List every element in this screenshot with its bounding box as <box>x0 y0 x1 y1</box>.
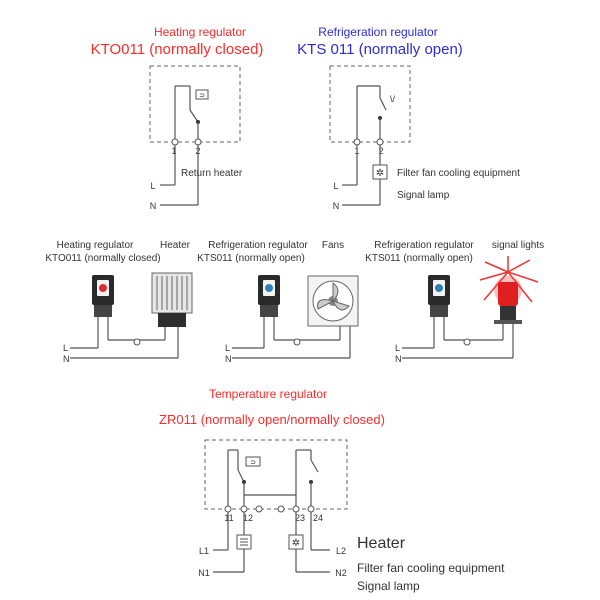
svg-text:\/: \/ <box>390 94 396 104</box>
heating-regulator-model: KTO011 (normally closed) <box>91 41 264 58</box>
thermostat-symbol-icon <box>245 456 261 467</box>
switch-contact-closed <box>189 109 199 123</box>
temperature-regulator-schematic: Temperature regulator ZR011 (normally op… <box>159 387 505 593</box>
terminal-2 <box>194 138 202 146</box>
terminal-23: 23 <box>295 513 305 523</box>
thermostat-dial-icon <box>265 284 273 292</box>
fans-device-label: Fans <box>322 240 344 251</box>
switch-contact-open <box>379 97 387 111</box>
line-l-label: L <box>150 181 155 191</box>
heater-device-label: Heater <box>160 240 191 251</box>
heater-label: Heater <box>357 535 406 552</box>
heater-panel: Heating regulator KTO011 (normally close… <box>45 240 193 364</box>
signal-lights-device-label: signal lights <box>492 240 544 251</box>
svg-text:⊃: ⊃ <box>250 460 256 467</box>
terminal-24: 24 <box>313 513 323 523</box>
fans-panel: Refrigeration regulator KTS011 (normally… <box>197 240 359 364</box>
svg-text:N: N <box>63 354 70 364</box>
terminal-11: 11 <box>224 513 233 523</box>
fan-star-icon: ✲ <box>292 538 300 549</box>
terminal-1 <box>353 138 361 146</box>
refrigeration-regulator-model: KTS 011 (normally open) <box>297 41 463 58</box>
heating-regulator-schematic: Heating regulator KTO011 (normally close… <box>91 25 264 211</box>
svg-text:Refrigeration regulator: Refrigeration regulator <box>374 240 474 251</box>
regulator-housing-outline <box>329 65 411 143</box>
svg-text:L: L <box>333 181 338 191</box>
terminal-1 <box>171 138 179 146</box>
svg-text:2: 2 <box>378 146 383 156</box>
switch-contact-closed <box>237 469 245 483</box>
regulator-housing-outline <box>149 65 241 143</box>
svg-text:N2: N2 <box>335 568 347 578</box>
lamp-label: Signal lamp <box>357 579 420 593</box>
temperature-regulator-model: ZR011 (normally open/normally closed) <box>159 412 385 427</box>
svg-text:⊃: ⊃ <box>199 93 205 100</box>
thermostat-dial-icon <box>99 284 107 292</box>
svg-text:N1: N1 <box>198 568 210 578</box>
svg-text:L: L <box>225 343 230 353</box>
terminal-2 <box>376 138 384 146</box>
svg-text:N: N <box>333 201 340 211</box>
switch-contact-open <box>310 459 319 473</box>
svg-text:Refrigeration regulator: Refrigeration regulator <box>208 240 308 251</box>
svg-text:KTO011 (normally closed): KTO011 (normally closed) <box>45 253 160 264</box>
heating-regulator-title: Heating regulator <box>154 25 246 39</box>
load-label: Return heater <box>181 168 243 179</box>
svg-text:Heating regulator: Heating regulator <box>57 240 134 251</box>
line-n-label: N <box>150 201 157 211</box>
svg-text:KTS011 (normally open): KTS011 (normally open) <box>197 253 305 264</box>
load-label-lamp: Signal lamp <box>397 190 450 201</box>
svg-text:L: L <box>63 343 68 353</box>
svg-text:L1: L1 <box>199 546 209 556</box>
terminal-12: 12 <box>243 513 253 523</box>
signal-lights-panel: Refrigeration regulator KTS011 (normally… <box>365 240 544 364</box>
fan-label: Filter fan cooling equipment <box>357 561 505 575</box>
thermostat-dial-icon <box>435 284 443 292</box>
svg-text:KTS011 (normally open): KTS011 (normally open) <box>365 253 473 264</box>
svg-text:L: L <box>395 343 400 353</box>
load-label-fan: Filter fan cooling equipment <box>397 168 520 179</box>
refrigeration-regulator-schematic: Refrigeration regulator KTS 011 (normall… <box>297 25 520 211</box>
temperature-regulator-title: Temperature regulator <box>209 387 327 401</box>
svg-text:N: N <box>395 354 402 364</box>
signal-light-icon <box>479 256 539 324</box>
regulator-housing-outline <box>204 439 348 510</box>
fan-star-icon: ✲ <box>376 168 384 179</box>
refrigeration-regulator-title: Refrigeration regulator <box>318 25 437 39</box>
thermostat-symbol-icon <box>195 89 209 100</box>
svg-text:1: 1 <box>171 146 176 156</box>
svg-text:L2: L2 <box>336 546 346 556</box>
svg-text:N: N <box>225 354 232 364</box>
